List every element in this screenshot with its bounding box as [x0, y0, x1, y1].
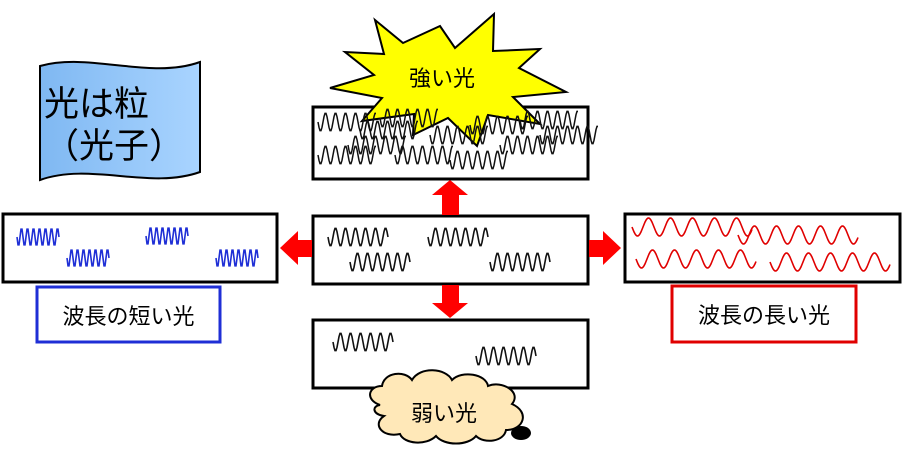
strong-wave	[317, 145, 376, 165]
strong-wave	[394, 145, 453, 165]
weak-cloud-shadow	[511, 426, 531, 440]
short-wave	[66, 249, 110, 267]
flag-line-1: 光は粒	[44, 85, 150, 125]
arrow-up	[432, 180, 468, 215]
flag-shape	[39, 60, 201, 182]
strong-light-label: 強い光	[408, 67, 475, 92]
center-wave	[427, 227, 489, 247]
arrow-left	[280, 231, 312, 265]
box-long	[623, 212, 902, 284]
short-label-box	[35, 285, 222, 344]
short-wave	[145, 227, 189, 245]
weak-light-label: 弱い光	[410, 402, 477, 427]
strong-wave	[449, 150, 508, 170]
long-label-box	[670, 284, 858, 344]
strong-wave	[499, 135, 558, 155]
center-wave	[327, 227, 389, 247]
weak-cloud	[369, 369, 524, 445]
long-wave	[631, 217, 753, 237]
center-wave	[349, 252, 411, 272]
long-wave	[737, 225, 859, 245]
weak-wave	[332, 332, 394, 352]
box-short	[1, 212, 279, 284]
strong-wave	[519, 110, 578, 130]
flag-title: 光は粒 （光子）	[44, 84, 194, 168]
long-wavelength-label: 波長の長い光	[697, 304, 830, 329]
arrow-down	[432, 285, 468, 318]
center-wave	[489, 252, 551, 272]
long-wave	[769, 252, 891, 272]
box-center	[311, 214, 590, 286]
strong-wave	[539, 125, 598, 145]
strong-wave	[379, 108, 438, 128]
short-wave	[215, 249, 259, 267]
strong-wave	[469, 115, 528, 135]
arrow-right	[589, 231, 621, 265]
short-wave	[16, 228, 60, 246]
strong-wave	[359, 120, 418, 140]
strong-wave	[429, 125, 488, 145]
weak-wave	[475, 346, 537, 366]
strong-wave	[317, 112, 376, 132]
strong-wave	[347, 135, 406, 155]
flag-line-2: （光子）	[44, 127, 185, 167]
short-wavelength-label: 波長の短い光	[62, 304, 195, 330]
waves-layer	[16, 108, 891, 366]
long-wave	[635, 249, 757, 269]
